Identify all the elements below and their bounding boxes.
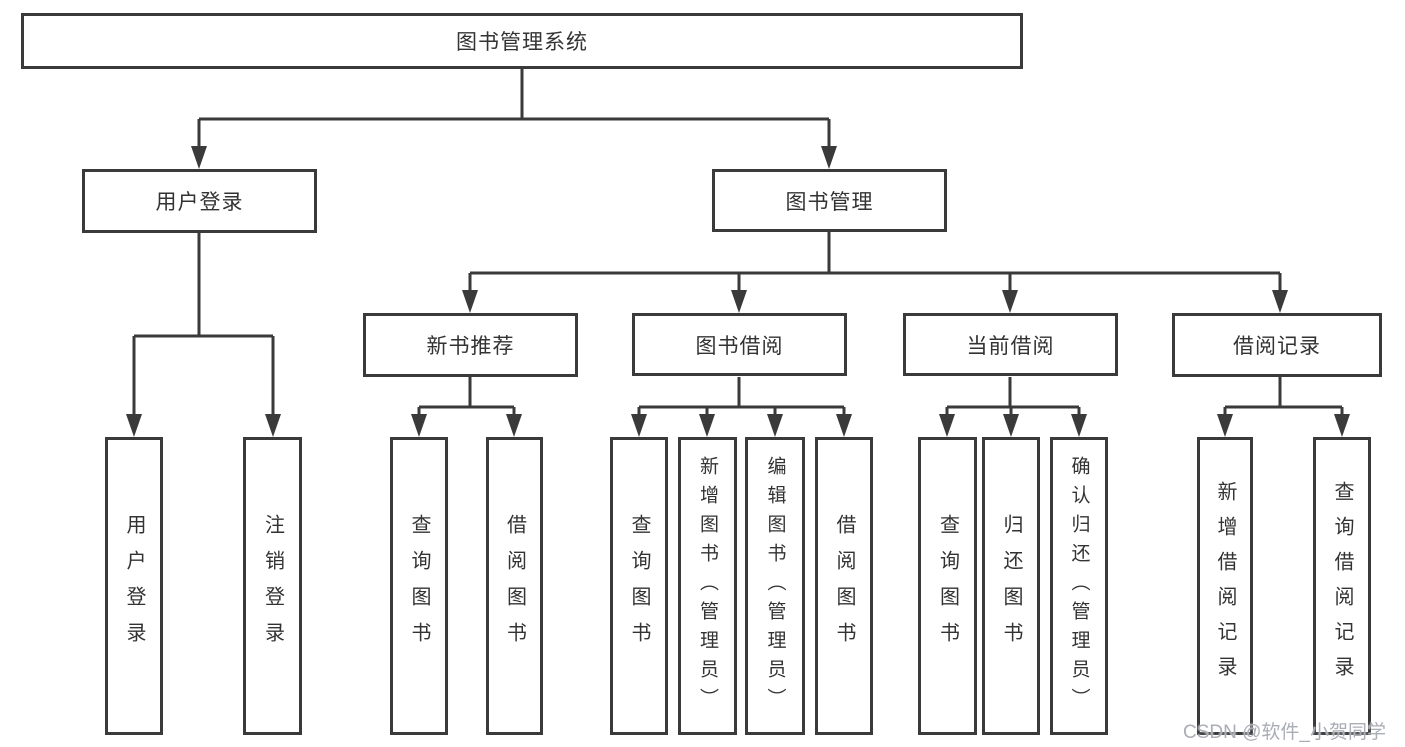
node-book-management-label: 图书管理: [785, 190, 874, 214]
leaf-bb-edit-books-admin-label: 编辑图书（管理员）: [764, 455, 786, 717]
arrow-down-icon: [462, 290, 478, 313]
leaf-logout: 注销登录: [243, 437, 302, 735]
node-current-borrow: 当前借阅: [903, 313, 1118, 376]
leaf-bb-edit-books-admin: 编辑图书（管理员）: [745, 437, 805, 735]
arrow-down-icon: [506, 414, 522, 437]
leaf-bb-borrow-books-label: 借阅图书: [833, 514, 855, 658]
arrow-down-icon: [1334, 414, 1350, 437]
leaf-cb-confirm-return-admin-label: 确认归还（管理员）: [1068, 455, 1090, 717]
connector-borrow-records-children: [1217, 377, 1350, 437]
connector-user-login-children: [126, 233, 281, 437]
node-book-borrow: 图书借阅: [632, 313, 847, 376]
leaf-nbr-query-books: 查询图书: [390, 437, 448, 735]
arrow-down-icon: [699, 414, 715, 437]
leaf-bb-borrow-books: 借阅图书: [815, 437, 873, 735]
node-book-management: 图书管理: [712, 169, 947, 232]
arrow-down-icon: [731, 290, 747, 313]
connector-root-to-level2: [191, 69, 837, 169]
leaf-cb-query-books-label: 查询图书: [936, 514, 959, 658]
arrow-down-icon: [265, 414, 281, 437]
leaf-bb-query-books: 查询图书: [610, 437, 668, 735]
arrow-down-icon: [631, 414, 647, 437]
node-book-borrow-label: 图书借阅: [695, 334, 784, 358]
arrow-down-icon: [411, 414, 427, 437]
leaf-nbr-query-books-label: 查询图书: [408, 514, 430, 658]
leaf-br-add-record: 新增借阅记录: [1197, 437, 1253, 735]
node-user-login-group-label: 用户登录: [155, 191, 244, 214]
arrow-down-icon: [1272, 290, 1288, 313]
arrow-down-icon: [939, 414, 955, 437]
node-library-system: 图书管理系统: [21, 13, 1023, 69]
node-new-book-recommend: 新书推荐: [363, 313, 578, 377]
arrow-down-icon: [821, 146, 837, 169]
leaf-cb-return-books: 归还图书: [982, 437, 1040, 735]
arrow-down-icon: [1002, 290, 1018, 313]
leaf-user-login: 用户登录: [105, 437, 163, 735]
arrow-down-icon: [126, 414, 142, 437]
leaf-logout-label: 注销登录: [261, 514, 284, 658]
csdn-watermark: CSDN @软件_小贺同学: [1183, 722, 1386, 743]
arrow-down-icon: [1217, 414, 1233, 437]
leaf-bb-add-books-admin-label: 新增图书（管理员）: [697, 455, 718, 717]
node-new-book-recommend-label: 新书推荐: [426, 335, 515, 358]
leaf-bb-query-books-label: 查询图书: [628, 514, 650, 658]
connector-new-book-recommend-children: [411, 377, 522, 437]
arrow-down-icon: [836, 414, 852, 437]
leaf-user-login-label: 用户登录: [123, 514, 145, 658]
node-borrow-records: 借阅记录: [1172, 313, 1382, 377]
connector-current-borrow-children: [939, 377, 1087, 437]
arrow-down-icon: [767, 414, 783, 437]
arrow-down-icon: [1003, 414, 1019, 437]
node-library-system-label: 图书管理系统: [456, 31, 588, 54]
node-user-login-group: 用户登录: [82, 169, 317, 233]
leaf-cb-confirm-return-admin: 确认归还（管理员）: [1050, 437, 1108, 735]
connector-book-management-children: [462, 232, 1288, 313]
leaf-bb-add-books-admin: 新增图书（管理员）: [678, 437, 737, 735]
node-borrow-records-label: 借阅记录: [1233, 335, 1321, 358]
leaf-br-query-record-label: 查询借阅记录: [1331, 481, 1353, 691]
leaf-nbr-borrow-books-label: 借阅图书: [503, 514, 526, 658]
leaf-cb-query-books: 查询图书: [918, 437, 977, 735]
arrow-down-icon: [191, 146, 207, 169]
leaf-br-query-record: 查询借阅记录: [1313, 437, 1371, 735]
leaf-nbr-borrow-books: 借阅图书: [486, 437, 543, 735]
leaf-cb-return-books-label: 归还图书: [1000, 514, 1022, 658]
leaf-br-add-record-label: 新增借阅记录: [1214, 481, 1236, 691]
connector-book-borrow-children: [631, 377, 852, 437]
node-current-borrow-label: 当前借阅: [966, 334, 1055, 358]
arrow-down-icon: [1071, 414, 1087, 437]
